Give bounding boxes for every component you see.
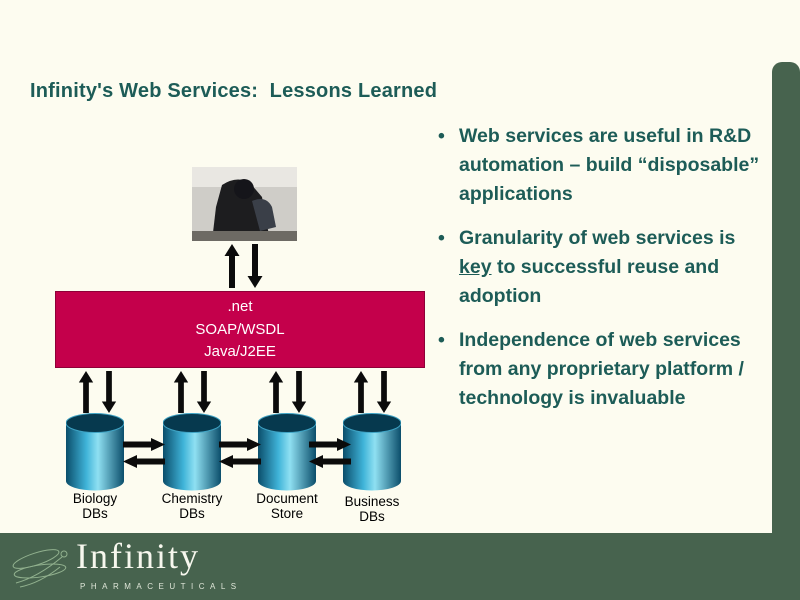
stack-layer-net: .net <box>227 297 253 315</box>
db-label-line2: DBs <box>82 506 108 521</box>
middleware-stack: .net SOAP/WSDL Java/J2EE <box>55 291 425 368</box>
left-arrow-icon <box>309 455 351 468</box>
bullet-item: • Web services are useful in R&D automat… <box>438 122 770 209</box>
bullet-text-post: to successful reuse and adoption <box>459 256 720 307</box>
bullet-marker: • <box>438 227 445 249</box>
up-arrow-icon <box>224 244 240 288</box>
database-icon <box>257 413 317 491</box>
db-label-line1: Chemistry <box>161 491 223 506</box>
bullet-text: Web services are useful in R&D automatio… <box>459 122 770 209</box>
arrow-pair-document <box>268 371 307 413</box>
stack-layer-soap-wsdl: SOAP/WSDL <box>195 320 285 338</box>
bullet-item: • Granularity of web services is key to … <box>438 224 770 311</box>
slide-title: Infinity's Web Services: Lessons Learned <box>30 80 438 102</box>
up-arrow-icon <box>173 371 189 413</box>
right-border-strip <box>772 62 800 600</box>
bullet-list: • Web services are useful in R&D automat… <box>438 122 770 428</box>
db-label-biology: Biology DBs <box>45 491 145 521</box>
left-arrow-icon <box>123 455 165 468</box>
up-arrow-icon <box>353 371 369 413</box>
arrow-pair-biology <box>78 371 117 413</box>
db-label-line2: DBs <box>179 506 205 521</box>
right-arrow-icon <box>123 438 165 451</box>
database-cylinder-biology <box>65 413 125 491</box>
footer-band <box>0 533 800 600</box>
bullet-text: Independence of web services from any pr… <box>459 326 770 413</box>
db-label-line1: Biology <box>72 491 118 506</box>
right-arrow-icon <box>309 438 351 451</box>
down-arrow-icon <box>196 371 212 413</box>
db-label-document: Document Store <box>237 491 337 521</box>
dragonfly-logo-icon <box>12 549 68 588</box>
bullet-text-pre: Independence of web services from any pr… <box>459 329 744 409</box>
left-arrow-icon <box>219 455 261 468</box>
arrow-pair-db-2-3 <box>218 438 262 468</box>
db-label-line2: DBs <box>359 509 385 524</box>
down-arrow-icon <box>247 244 263 288</box>
scientist-photo <box>192 167 297 241</box>
footer-subtitle: PHARMACEUTICALS <box>80 582 242 591</box>
scientist-photo-image <box>192 167 297 241</box>
arrow-pair-photo-stack <box>224 244 263 288</box>
database-icon <box>162 413 222 491</box>
database-icon <box>65 413 125 491</box>
arrow-pair-business <box>353 371 392 413</box>
database-cylinder-chemistry <box>162 413 222 491</box>
bullet-marker: • <box>438 125 445 147</box>
up-arrow-icon <box>268 371 284 413</box>
db-label-line1: Document <box>256 491 318 506</box>
bullet-text-pre: Granularity of web services is <box>459 227 736 249</box>
down-arrow-icon <box>291 371 307 413</box>
down-arrow-icon <box>376 371 392 413</box>
arrow-pair-db-3-4 <box>308 438 352 468</box>
down-arrow-icon <box>101 371 117 413</box>
database-cylinder-business <box>342 413 402 491</box>
bullet-marker: • <box>438 329 445 351</box>
database-cylinder-document <box>257 413 317 491</box>
arrow-pair-chemistry <box>173 371 212 413</box>
db-label-line1: Business <box>344 494 400 509</box>
right-arrow-icon <box>219 438 261 451</box>
db-label-business: Business DBs <box>322 494 422 524</box>
bullet-text: Granularity of web services is key to su… <box>459 224 770 311</box>
bullet-text-underlined: key <box>459 256 492 278</box>
stack-layer-java-j2ee: Java/J2EE <box>204 343 276 361</box>
up-arrow-icon <box>78 371 94 413</box>
db-label-chemistry: Chemistry DBs <box>142 491 242 521</box>
db-label-line2: Store <box>270 506 304 521</box>
database-icon <box>342 413 402 491</box>
bullet-text-pre: Web services are useful in R&D automatio… <box>459 125 760 205</box>
arrow-pair-db-1-2 <box>122 438 166 468</box>
bullet-item: • Independence of web services from any … <box>438 326 770 413</box>
footer-brand: Infinity <box>76 536 200 576</box>
